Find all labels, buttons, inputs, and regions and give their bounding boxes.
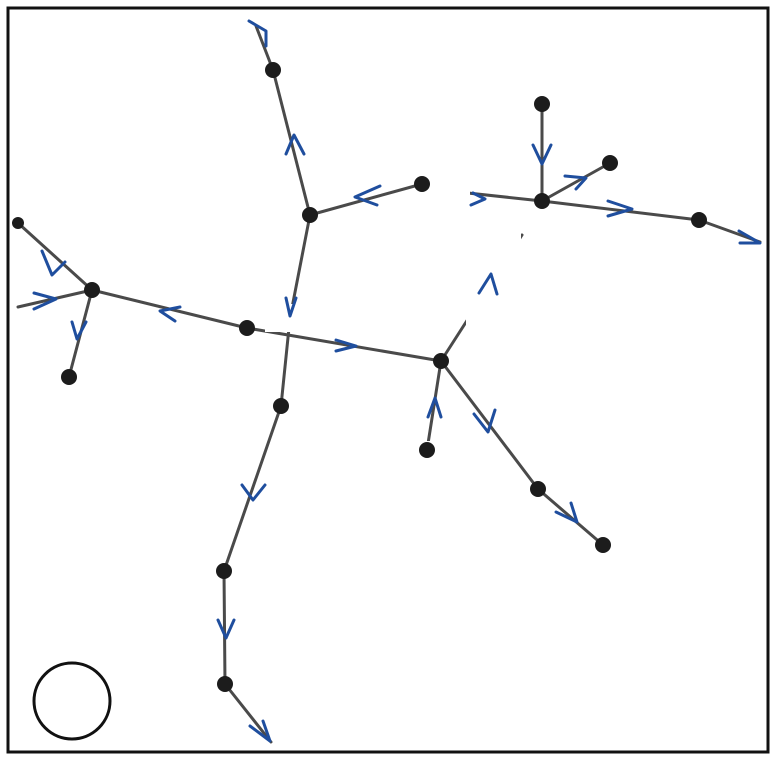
node-left-junction: [84, 282, 100, 298]
mask-upper: [428, 178, 470, 196]
node-lower-bottom: [217, 676, 233, 692]
arrow-left-upper: [40, 249, 67, 277]
edge-left-upper: [16, 221, 94, 292]
node-right-lower: [530, 481, 546, 497]
arrow-left-lower: [70, 320, 88, 341]
node-central-lower: [273, 398, 289, 414]
edge-upper-right-diagonal: [540, 161, 612, 203]
arrow-upper-right-horizontal: [606, 199, 634, 218]
mask-layer: [265, 178, 521, 475]
edge-right-lower-left: [425, 359, 443, 452]
edge-upper-right-horizontal: [540, 199, 701, 222]
edge-lower-exit: [223, 682, 273, 744]
node-lower-mid: [216, 563, 232, 579]
node-right-bottom: [595, 537, 611, 553]
mask-center: [265, 304, 339, 332]
edge-right-exit: [536, 487, 605, 547]
edge-lower-mid: [222, 569, 227, 686]
edge-layer: [16, 24, 762, 744]
arrow-lower-mid: [216, 618, 236, 640]
node-upper-junction: [302, 207, 318, 223]
arrow-upper-right-left: [469, 191, 487, 207]
edge-lower-trunk: [222, 404, 283, 573]
node-upper-connector: [414, 176, 430, 192]
arrow-top-exit: [247, 19, 268, 48]
node-left-lower: [61, 369, 77, 385]
node-right-lower-left: [419, 442, 435, 458]
arrow-lower-exit: [248, 719, 272, 743]
arrow-right-exit: [554, 501, 579, 524]
edge-central-stem: [288, 213, 312, 320]
node-upper-right-top: [534, 96, 550, 112]
node-left-connector: [239, 320, 255, 336]
circle-icon: [32, 661, 112, 741]
arrow-upper-right-top: [531, 143, 553, 166]
arrow-upper-right-exit: [737, 229, 762, 245]
arrow-central-connector: [334, 338, 358, 353]
arrow-right-upward: [477, 272, 499, 296]
edge-central-down: [279, 316, 292, 408]
arrow-right-lower-left: [426, 396, 443, 419]
arrow-upper-connector: [353, 184, 382, 207]
arrow-right-lower-right: [472, 408, 497, 434]
arrow-left-middle: [32, 291, 58, 311]
node-upper-right-junction: [534, 193, 550, 209]
arrow-top-branch: [284, 133, 306, 156]
node-upper-right-end: [691, 212, 707, 228]
node-left-edge: [12, 217, 24, 229]
arrow-upper-right-diagonal: [563, 174, 588, 191]
edge-central-connector: [245, 326, 443, 363]
node-layer: [12, 62, 707, 692]
node-right-junction: [433, 353, 449, 369]
mask-right-lower: [404, 441, 474, 475]
arrow-lower-trunk: [240, 483, 267, 502]
arrow-left-connector: [158, 305, 182, 323]
diagram-frame: [6, 6, 770, 754]
node-top: [265, 62, 281, 78]
arrow-central-stem: [284, 296, 298, 318]
arrow-layer: [32, 19, 762, 743]
node-upper-right-diagonal: [602, 155, 618, 171]
